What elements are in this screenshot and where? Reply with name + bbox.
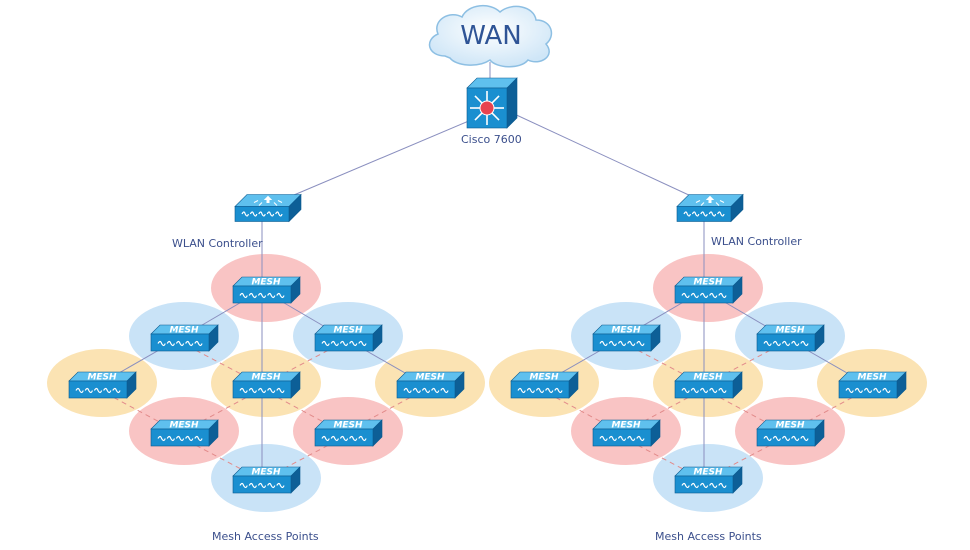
ap-mesh-text: MESH (775, 421, 805, 431)
right-mesh-ap-c: MESH (674, 371, 743, 399)
ap-mesh-text: MESH (693, 373, 723, 383)
left-mesh-link-br-bot (261, 436, 345, 481)
wan-label: WAN (460, 21, 522, 51)
right-mesh-link-mr-c (703, 341, 787, 386)
right-mesh-ap-mr: MESH (756, 324, 825, 352)
controller-arrows (695, 195, 725, 206)
left-mesh-ap-rr: MESH (396, 371, 465, 399)
ap-mesh-text: MESH (169, 326, 199, 336)
right-mesh-ap-ll: MESH (510, 371, 579, 399)
ap-mesh-text: MESH (333, 326, 363, 336)
ap-mesh-text: MESH (333, 421, 363, 431)
left-mesh-ap-ll: MESH (68, 371, 137, 399)
left-mesh-link-c-bl (179, 388, 263, 434)
right-mesh-ap-br: MESH (756, 419, 825, 447)
left-mesh-ap-bot: MESH (232, 466, 301, 494)
right-wlan-controller (676, 193, 744, 223)
left-wlan-controller (234, 193, 302, 223)
ap-mesh-text: MESH (693, 468, 723, 478)
right-mesh-link-ml-c (621, 341, 705, 386)
core-label: Cisco 7600 (461, 133, 522, 146)
ap-mesh-text: MESH (529, 373, 559, 383)
right-mesh-ap-bl: MESH (592, 419, 661, 447)
left-mesh-ap-br: MESH (314, 419, 383, 447)
right-mesh-link-br-bot (703, 436, 787, 481)
right-mesh-link-ll-bl (539, 388, 623, 434)
wan-cloud: WAN (428, 5, 553, 68)
ap-mesh-text: MESH (415, 373, 445, 383)
ap-mesh-text: MESH (611, 326, 641, 336)
right-mesh-link-rr-br (785, 388, 869, 434)
core-hub (479, 100, 495, 116)
core-to-right-controller-link (509, 111, 707, 204)
right-controller-label: WLAN Controller (711, 235, 802, 248)
left-mesh-link-ll-bl (97, 388, 181, 434)
left-mesh-link-rr-br (343, 388, 427, 434)
core-to-left-controller-link (267, 111, 491, 207)
ap-mesh-text: MESH (611, 421, 641, 431)
right-mesh-link-bl-bot (621, 436, 705, 481)
controller-arrows (253, 195, 283, 206)
ap-mesh-text: MESH (251, 373, 281, 383)
ap-mesh-text: MESH (857, 373, 887, 383)
left-mesh-ap-bl: MESH (150, 419, 219, 447)
left-ap-group-label: Mesh Access Points (212, 530, 319, 543)
right-mesh-link-c-br (703, 388, 787, 434)
left-mesh-link-mr-c (261, 341, 345, 386)
right-mesh-ap-bot: MESH (674, 466, 743, 494)
left-controller-label: WLAN Controller (172, 237, 263, 250)
left-mesh-ap-top: MESH (232, 276, 301, 304)
devices-layer: MESH MESH MESH MESH MESH MESH MESH MESH MESH MESH… (68, 77, 907, 494)
left-mesh-ap-mr: MESH (314, 324, 383, 352)
ap-mesh-text: MESH (251, 468, 281, 478)
ap-mesh-text: MESH (693, 278, 723, 288)
left-mesh-link-c-br (261, 388, 345, 434)
ap-mesh-text: MESH (775, 326, 805, 336)
core-arrows (470, 91, 504, 125)
left-mesh-link-bl-bot (179, 436, 263, 481)
ap-mesh-text: MESH (169, 421, 199, 431)
left-mesh-ap-c: MESH (232, 371, 301, 399)
right-mesh-link-c-bl (621, 388, 705, 434)
zones-layer (47, 254, 927, 512)
ap-mesh-text: MESH (87, 373, 117, 383)
left-mesh-link-ml-c (179, 341, 263, 386)
left-mesh-ap-ml: MESH (150, 324, 219, 352)
core-switch (466, 77, 518, 129)
cloud-icon (428, 5, 553, 68)
right-mesh-ap-rr: MESH (838, 371, 907, 399)
right-mesh-ap-ml: MESH (592, 324, 661, 352)
right-mesh-ap-top: MESH (674, 276, 743, 304)
right-ap-group-label: Mesh Access Points (655, 530, 762, 543)
ap-mesh-text: MESH (251, 278, 281, 288)
